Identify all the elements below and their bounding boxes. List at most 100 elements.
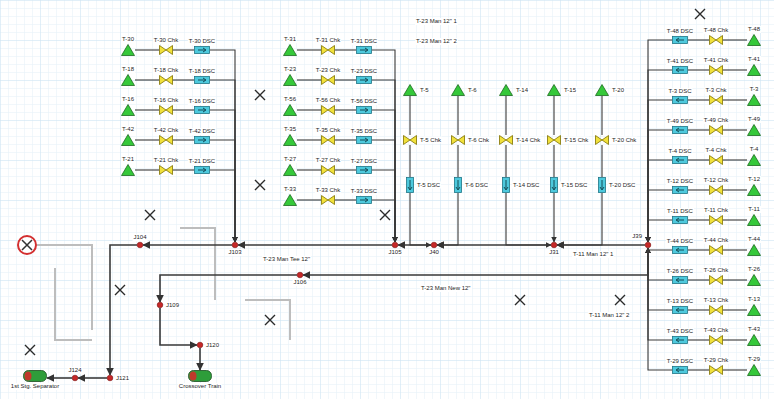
pump-unit: T-42 DSC — [194, 136, 210, 144]
storage-tank: T-20 — [595, 84, 609, 96]
node-label: T-23 Chk — [315, 67, 341, 74]
pipe-connector — [173, 79, 194, 80]
flow-arrow — [676, 338, 684, 342]
pipe-label: T-11 Man 12" 1 — [572, 251, 614, 258]
pipe-connector — [372, 50, 395, 242]
node-label: T-13 Chk — [703, 297, 729, 304]
pump-unit: T-56 DSC — [356, 106, 372, 114]
pipe-connector — [553, 193, 554, 242]
junction-dot — [157, 302, 163, 308]
tank-symbol — [283, 134, 297, 146]
pipe-connector — [437, 244, 551, 246]
node-label: T-33 DSC — [350, 188, 378, 195]
tank-shape — [748, 35, 761, 46]
inactive-pipe — [55, 268, 92, 340]
pump-shape — [195, 47, 210, 54]
junction-symbol — [197, 342, 203, 348]
pipe-connector — [335, 139, 356, 140]
pipe-junction: J106 — [297, 272, 303, 278]
pipe-connector — [723, 99, 747, 100]
node-label: T-15 Chk — [563, 137, 589, 144]
node-label: J124 — [67, 367, 82, 374]
storage-tank: T-11 — [747, 214, 761, 226]
valve-symbol — [709, 245, 723, 255]
pump-symbol — [406, 177, 414, 193]
check-valve: T-42 Chk — [159, 135, 173, 145]
pipe-connector — [335, 109, 356, 110]
tank-shape — [284, 135, 297, 146]
node-label: T-27 DSC — [350, 158, 378, 165]
pipe-connector — [688, 39, 709, 40]
junction-dot — [137, 242, 143, 248]
valve-shape — [160, 106, 173, 115]
node-label: T-30 — [121, 36, 135, 43]
pipe-junction: J121 — [107, 375, 113, 381]
storage-tank: T-27 — [283, 164, 297, 176]
flow-arrow — [360, 78, 368, 82]
closed-mark — [265, 315, 275, 325]
node-label: T-12 DSC — [666, 178, 694, 185]
pipe-connector — [723, 159, 747, 160]
node-label: T-48 Chk — [703, 27, 729, 34]
pipe-connector — [409, 145, 410, 177]
node-label: T-21 DSC — [188, 158, 216, 165]
tank-symbol — [403, 84, 417, 96]
storage-tank: T-30 — [121, 44, 135, 56]
tank-symbol — [283, 164, 297, 176]
valve-symbol — [709, 215, 723, 225]
pump-symbol — [356, 106, 372, 114]
node-label: T-20 — [611, 87, 625, 94]
valve-shape — [322, 106, 335, 115]
pipe-junction: J103 — [232, 242, 238, 248]
pump-symbol — [598, 177, 606, 193]
pipe-connector — [457, 96, 458, 135]
node-label: T-49 DSC — [666, 118, 694, 125]
node-label: T-48 DSC — [666, 28, 694, 35]
pipe-connector — [297, 109, 321, 110]
valve-shape — [710, 336, 723, 345]
pipe-connector — [135, 169, 159, 170]
node-label: T-44 DSC — [666, 238, 694, 245]
check-valve: T-16 Chk — [159, 105, 173, 115]
pipe-connector — [335, 49, 356, 50]
tank-symbol — [747, 184, 761, 196]
valve-symbol — [709, 185, 723, 195]
valve-symbol — [709, 125, 723, 135]
node-label: T-11 DSC — [666, 208, 694, 215]
junction-symbol — [392, 242, 398, 248]
check-valve: T-23 Chk — [321, 75, 335, 85]
node-label: T-29 Chk — [703, 357, 729, 364]
pump-symbol — [356, 76, 372, 84]
valve-symbol — [709, 365, 723, 375]
node-label: T-42 Chk — [153, 127, 179, 134]
flow-arrow — [676, 98, 684, 102]
node-label: T-4 — [749, 146, 760, 153]
flow-arrow — [504, 180, 508, 190]
junction-symbol — [431, 242, 437, 248]
valve-shape — [710, 36, 723, 45]
pump-shape — [673, 337, 688, 344]
pipe-connector — [238, 244, 392, 246]
node-label: T-21 — [121, 156, 135, 163]
pump-unit: T-23 DSC — [356, 76, 372, 84]
valve-symbol — [321, 195, 335, 205]
node-label: T-12 Chk — [703, 177, 729, 184]
closed-outlet — [18, 236, 36, 254]
pump-shape — [599, 178, 606, 193]
node-label: J103 — [227, 249, 242, 256]
pipe-connector — [505, 96, 506, 135]
valve-symbol — [159, 45, 173, 55]
storage-tank: T-16 — [121, 104, 135, 116]
pipe-connector — [297, 169, 321, 170]
junction-symbol — [297, 272, 303, 278]
node-label: T-56 Chk — [315, 97, 341, 104]
junction-dot — [197, 342, 203, 348]
node-label: T-18 DSC — [188, 68, 216, 75]
pump-shape — [357, 77, 372, 84]
node-label: T-15 — [563, 87, 577, 94]
pump-shape — [673, 277, 688, 284]
pump-symbol — [672, 246, 688, 254]
pipe-connector — [47, 377, 72, 379]
storage-tank: T-44 — [747, 244, 761, 256]
